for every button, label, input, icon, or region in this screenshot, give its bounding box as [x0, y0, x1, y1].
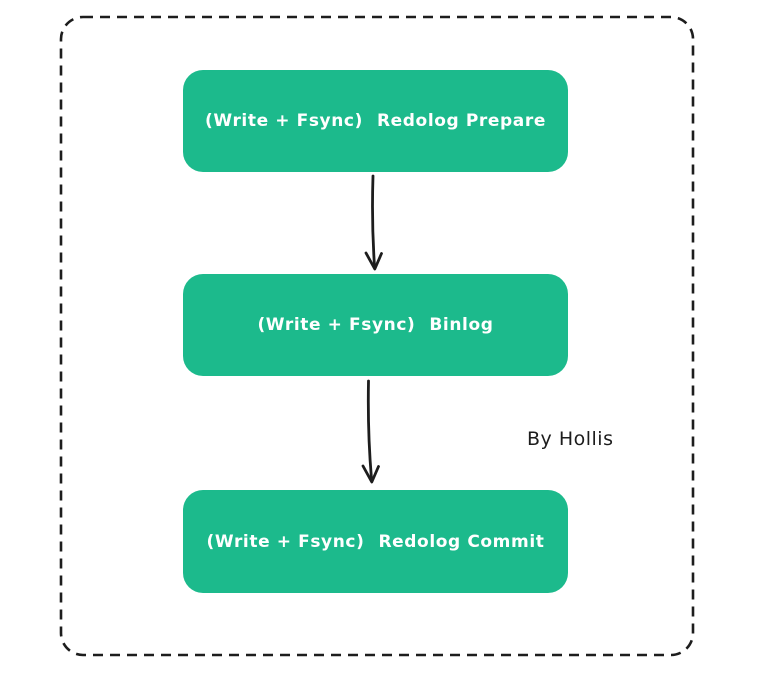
node-label: Redolog Commit: [378, 531, 545, 552]
node-label: Binlog: [429, 315, 494, 335]
node-binlog[interactable]: (Write + Fsync) Binlog: [183, 274, 568, 376]
node-redolog-prepare[interactable]: (Write + Fsync) Redolog Prepare: [183, 70, 568, 172]
node-redolog-commit[interactable]: (Write + Fsync) Redolog Commit: [183, 490, 568, 593]
node-label: Redolog Prepare: [376, 111, 546, 131]
node-prefix: (Write + Fsync): [205, 111, 363, 131]
arrow-binlog-to-commit: [361, 379, 380, 484]
node-prefix: (Write + Fsync): [206, 531, 365, 552]
node-prefix: (Write + Fsync): [257, 315, 416, 335]
arrow-prepare-to-binlog: [364, 174, 383, 271]
author-credit: By Hollis: [527, 428, 614, 450]
